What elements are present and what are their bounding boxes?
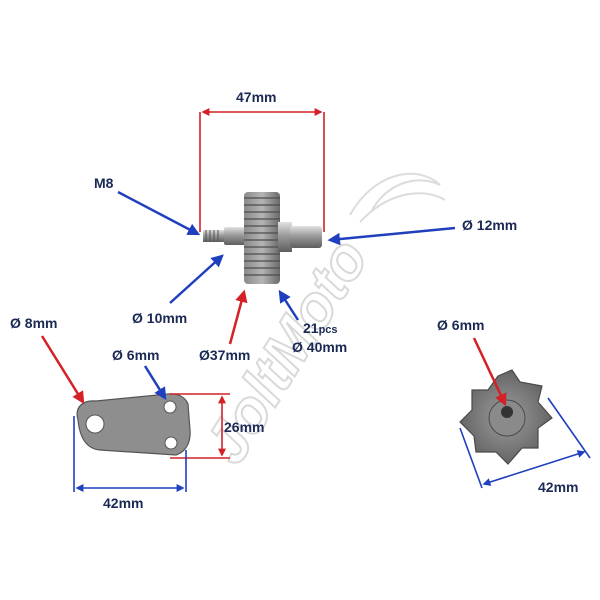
- gear-hub: [278, 222, 292, 252]
- plate-height-label: 26mm: [224, 419, 264, 435]
- star-wheel-icon: [459, 369, 553, 465]
- plate-big-hole-label: Ø 8mm: [10, 315, 57, 331]
- shaft-right: [290, 226, 322, 248]
- gear-body: [244, 192, 280, 284]
- thread-arrow: [117, 190, 201, 236]
- shaft-right-arrow: [327, 226, 456, 246]
- thread-lines: [205, 230, 219, 242]
- plate-small-hole-arrow: [143, 365, 167, 401]
- gear-shaft-icon: [203, 192, 322, 284]
- plate-big-hole-arrow: [40, 335, 85, 405]
- star-hole-arrow: [472, 337, 507, 407]
- gear-outer-label: Ø 40mm: [292, 339, 347, 355]
- gear-inner-arrow: [228, 289, 248, 345]
- star-hole-label: Ø 6mm: [437, 317, 484, 333]
- teeth-count-label: 21pcs: [303, 320, 338, 336]
- teeth-count: 21: [303, 320, 319, 336]
- shaft-left: [224, 227, 246, 245]
- mounting-plate-icon: [76, 393, 191, 456]
- plate-body: [76, 393, 191, 456]
- shaft-left-arrow: [169, 254, 224, 304]
- shaft-right-label: Ø 12mm: [462, 217, 517, 233]
- plate-hole-bottom: [164, 436, 178, 450]
- plate-hole-large: [85, 414, 105, 434]
- gear-teeth: [244, 197, 280, 276]
- star-hole: [501, 406, 513, 418]
- watermark-swoosh-icon: [349, 172, 446, 223]
- width-dimension: [199, 108, 325, 232]
- thread-label: M8: [94, 175, 114, 191]
- shaft-left-label: Ø 10mm: [132, 310, 187, 326]
- gear-inner-label: Ø37mm: [199, 347, 250, 363]
- plate-hole-top: [163, 400, 177, 414]
- star-width-dimension: [459, 397, 591, 489]
- gear-outer-arrow: [278, 289, 300, 321]
- plate-width-dimension: [73, 416, 187, 492]
- plate-small-hole-label: Ø 6mm: [112, 347, 159, 363]
- plate-width-label: 42mm: [103, 495, 143, 511]
- star-width-label: 42mm: [538, 479, 578, 495]
- teeth-unit: pcs: [319, 324, 338, 336]
- plate-height-dimension: [170, 393, 230, 459]
- width-top-label: 47mm: [236, 89, 276, 105]
